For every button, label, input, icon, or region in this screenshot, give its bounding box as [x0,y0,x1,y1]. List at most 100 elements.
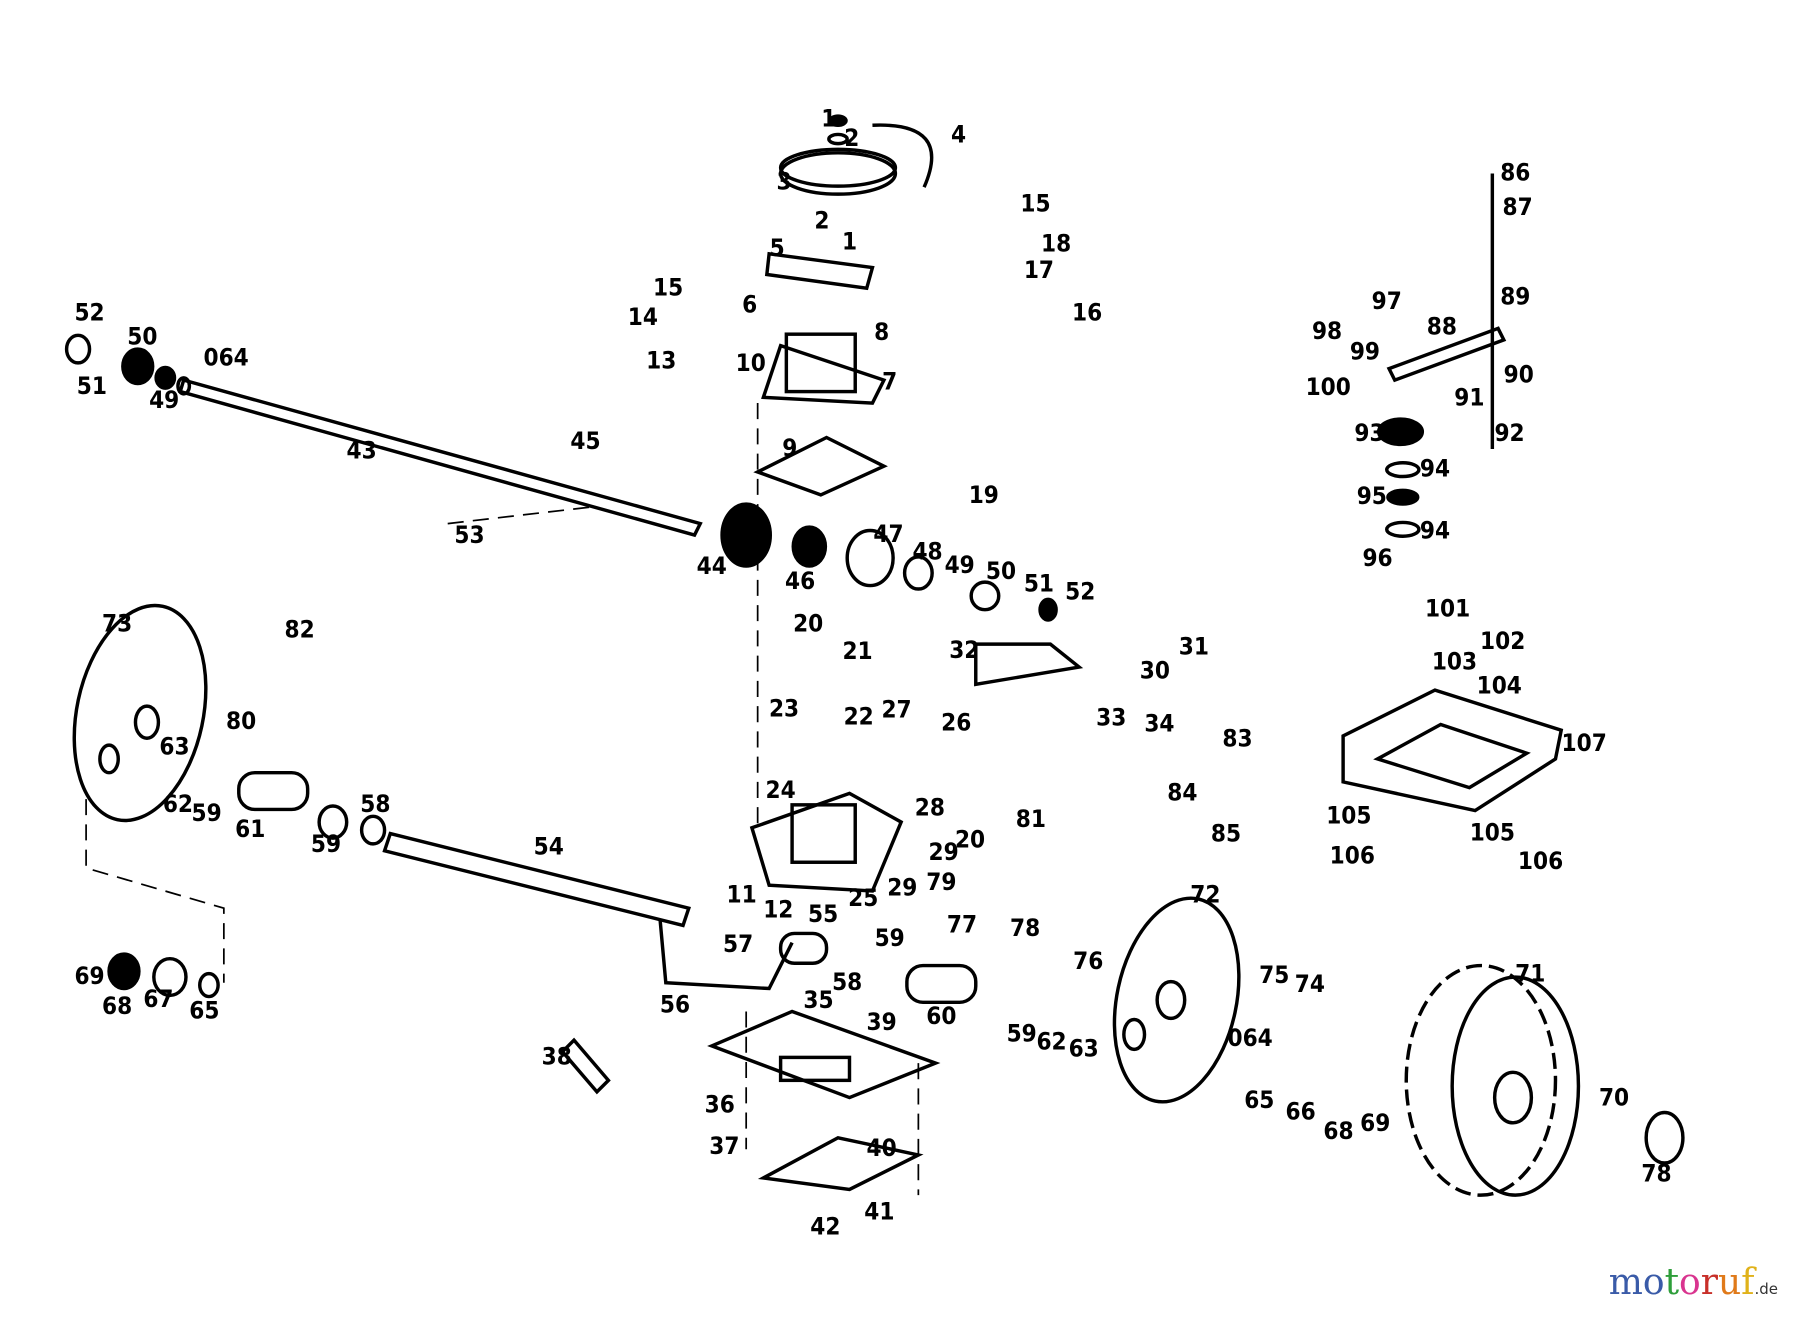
part-label-55: 55 [808,900,838,928]
part-label-66: 66 [1286,1098,1316,1126]
part-label-22: 22 [844,703,874,731]
right-wheel-disc [1112,896,1241,1104]
part-label-106: 106 [1518,847,1563,875]
gearbox [749,251,904,893]
part-label-52: 52 [74,299,104,327]
part-label-68: 68 [1323,1117,1353,1145]
part-label-86: 86 [1500,158,1530,186]
part-label-53: 53 [454,521,484,549]
part-label-38: 38 [542,1042,572,1070]
part-label-59: 59 [875,924,905,952]
part-label-33: 33 [1096,704,1126,732]
part-label-1: 1 [842,227,857,255]
part-label-20: 20 [793,610,823,638]
part-label-63: 63 [159,732,189,760]
part-label-75: 75 [1259,961,1289,989]
part-label-19: 19 [969,481,999,509]
part-label-24: 24 [766,776,796,804]
part-label-31: 31 [1179,633,1209,661]
part-label-25: 25 [848,884,878,912]
part-label-78: 78 [1010,914,1040,942]
logo-suffix: .de [1754,1280,1778,1298]
part-label-34: 34 [1144,709,1174,737]
part-label-82: 82 [285,615,315,643]
part-label-4: 4 [951,121,966,149]
part-label-65: 65 [189,996,219,1024]
part-label-50: 50 [127,323,157,351]
part-label-44: 44 [697,552,727,580]
part-label-41: 41 [864,1197,894,1225]
part-label-43: 43 [347,436,377,464]
part-label-17: 17 [1024,256,1054,284]
part-label-59: 59 [192,799,222,827]
logo-letter: m [1608,1262,1643,1303]
part-label-89: 89 [1500,282,1530,310]
part-label-32: 32 [949,636,979,664]
linkage-and-cover [974,173,1564,813]
part-label-45: 45 [570,427,600,455]
part-label-107: 107 [1562,729,1607,757]
part-label-28: 28 [915,793,945,821]
part-label-94: 94 [1420,455,1450,483]
part-label-84: 84 [1167,778,1197,806]
part-label-23: 23 [769,695,799,723]
part-label-80: 80 [226,707,256,735]
part-label-16: 16 [1072,299,1102,327]
part-label-61: 61 [235,815,265,843]
gear-set [64,333,1058,622]
part-label-12: 12 [763,895,793,923]
part-label-30: 30 [1140,657,1170,685]
part-label-59: 59 [1007,1019,1037,1047]
part-label-52: 52 [1065,577,1095,605]
part-label-42: 42 [810,1212,840,1240]
part-label-90: 90 [1504,361,1534,389]
part-label-72: 72 [1190,881,1220,909]
part-label-105: 105 [1326,801,1371,829]
part-label-48: 48 [912,537,942,565]
logo-letter: u [1717,1262,1742,1303]
part-label-101: 101 [1425,595,1470,623]
part-label-81: 81 [1016,805,1046,833]
part-label-74: 74 [1295,970,1325,998]
part-label-87: 87 [1503,193,1533,221]
part-label-29: 29 [929,838,959,866]
tyre-wheel [1404,963,1685,1197]
part-label-8: 8 [874,318,889,346]
part-label-20: 20 [955,825,985,853]
part-label-15: 15 [653,273,683,301]
part-label-58: 58 [360,790,390,818]
part-label-76: 76 [1073,947,1103,975]
part-label-69: 69 [1360,1109,1390,1137]
part-label-26: 26 [941,708,971,736]
part-label-5: 5 [770,234,785,262]
part-label-62: 62 [1036,1027,1066,1055]
part-label-3: 3 [777,168,792,196]
part-label-39: 39 [867,1008,897,1036]
part-label-58: 58 [832,968,862,996]
part-label-77: 77 [947,910,977,938]
part-label-85: 85 [1211,820,1241,848]
part-label-105: 105 [1470,819,1515,847]
part-label-54: 54 [534,832,564,860]
logo-letter: o [1642,1262,1665,1303]
part-label-6: 6 [742,290,757,318]
part-label-69: 69 [74,962,104,990]
part-label-29: 29 [887,874,917,902]
part-label-2: 2 [814,207,829,235]
part-label-56: 56 [660,991,690,1019]
logo-letter: o [1679,1262,1701,1303]
part-label-92: 92 [1494,419,1524,447]
part-label-65: 65 [1244,1086,1274,1114]
bottom-plates [560,919,978,1196]
part-label-49: 49 [149,386,179,414]
part-label-10: 10 [736,349,766,377]
part-label-40: 40 [867,1134,897,1162]
part-label-35: 35 [803,986,833,1014]
part-label-11: 11 [726,881,756,909]
part-label-14: 14 [628,303,658,331]
part-label-2: 2 [844,124,859,152]
part-label-51: 51 [1024,569,1054,597]
